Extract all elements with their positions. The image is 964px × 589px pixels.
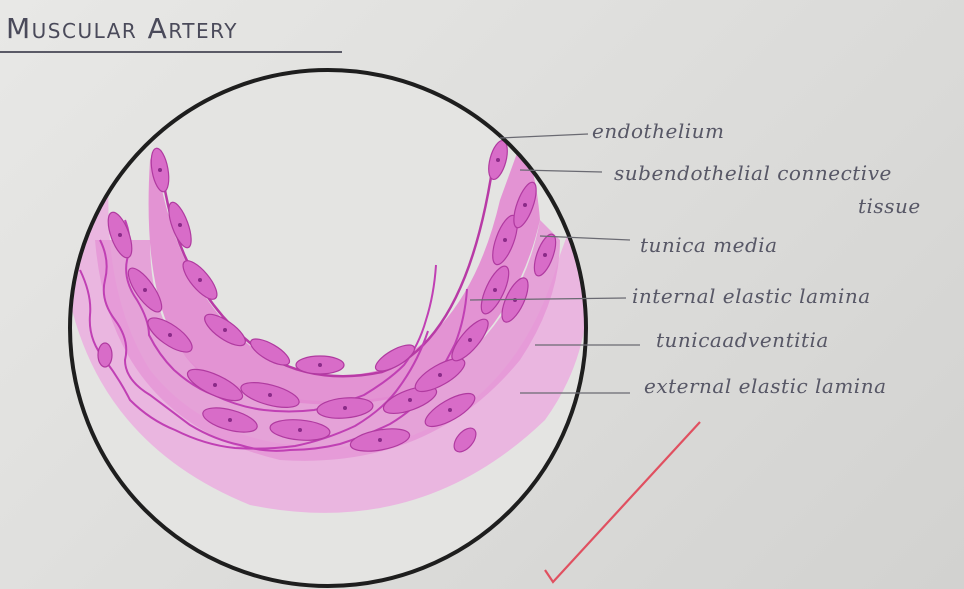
leader-lines <box>469 133 640 394</box>
title-underline <box>0 51 342 53</box>
diagram-title: Muscular Artery <box>6 12 238 45</box>
intima-band <box>148 145 541 405</box>
tunica-adventitia-band <box>70 160 586 513</box>
field-circle <box>68 68 588 588</box>
label-tunica-media: tunica media <box>640 233 778 257</box>
tunica-media-band <box>95 220 560 461</box>
label-subendothelial: subendothelial connective <box>614 161 892 185</box>
label-tunica-adventitia: tunicaadventitia <box>656 328 829 352</box>
label-internal-elastic-lamina: internal elastic lamina <box>632 284 871 308</box>
label-external-elastic-lamina: external elastic lamina <box>644 374 887 398</box>
smooth-muscle-cells <box>97 139 557 453</box>
label-subendothelial-tissue: tissue <box>858 194 921 218</box>
check-mark <box>544 421 701 584</box>
label-endothelium: endothelium <box>592 119 725 143</box>
